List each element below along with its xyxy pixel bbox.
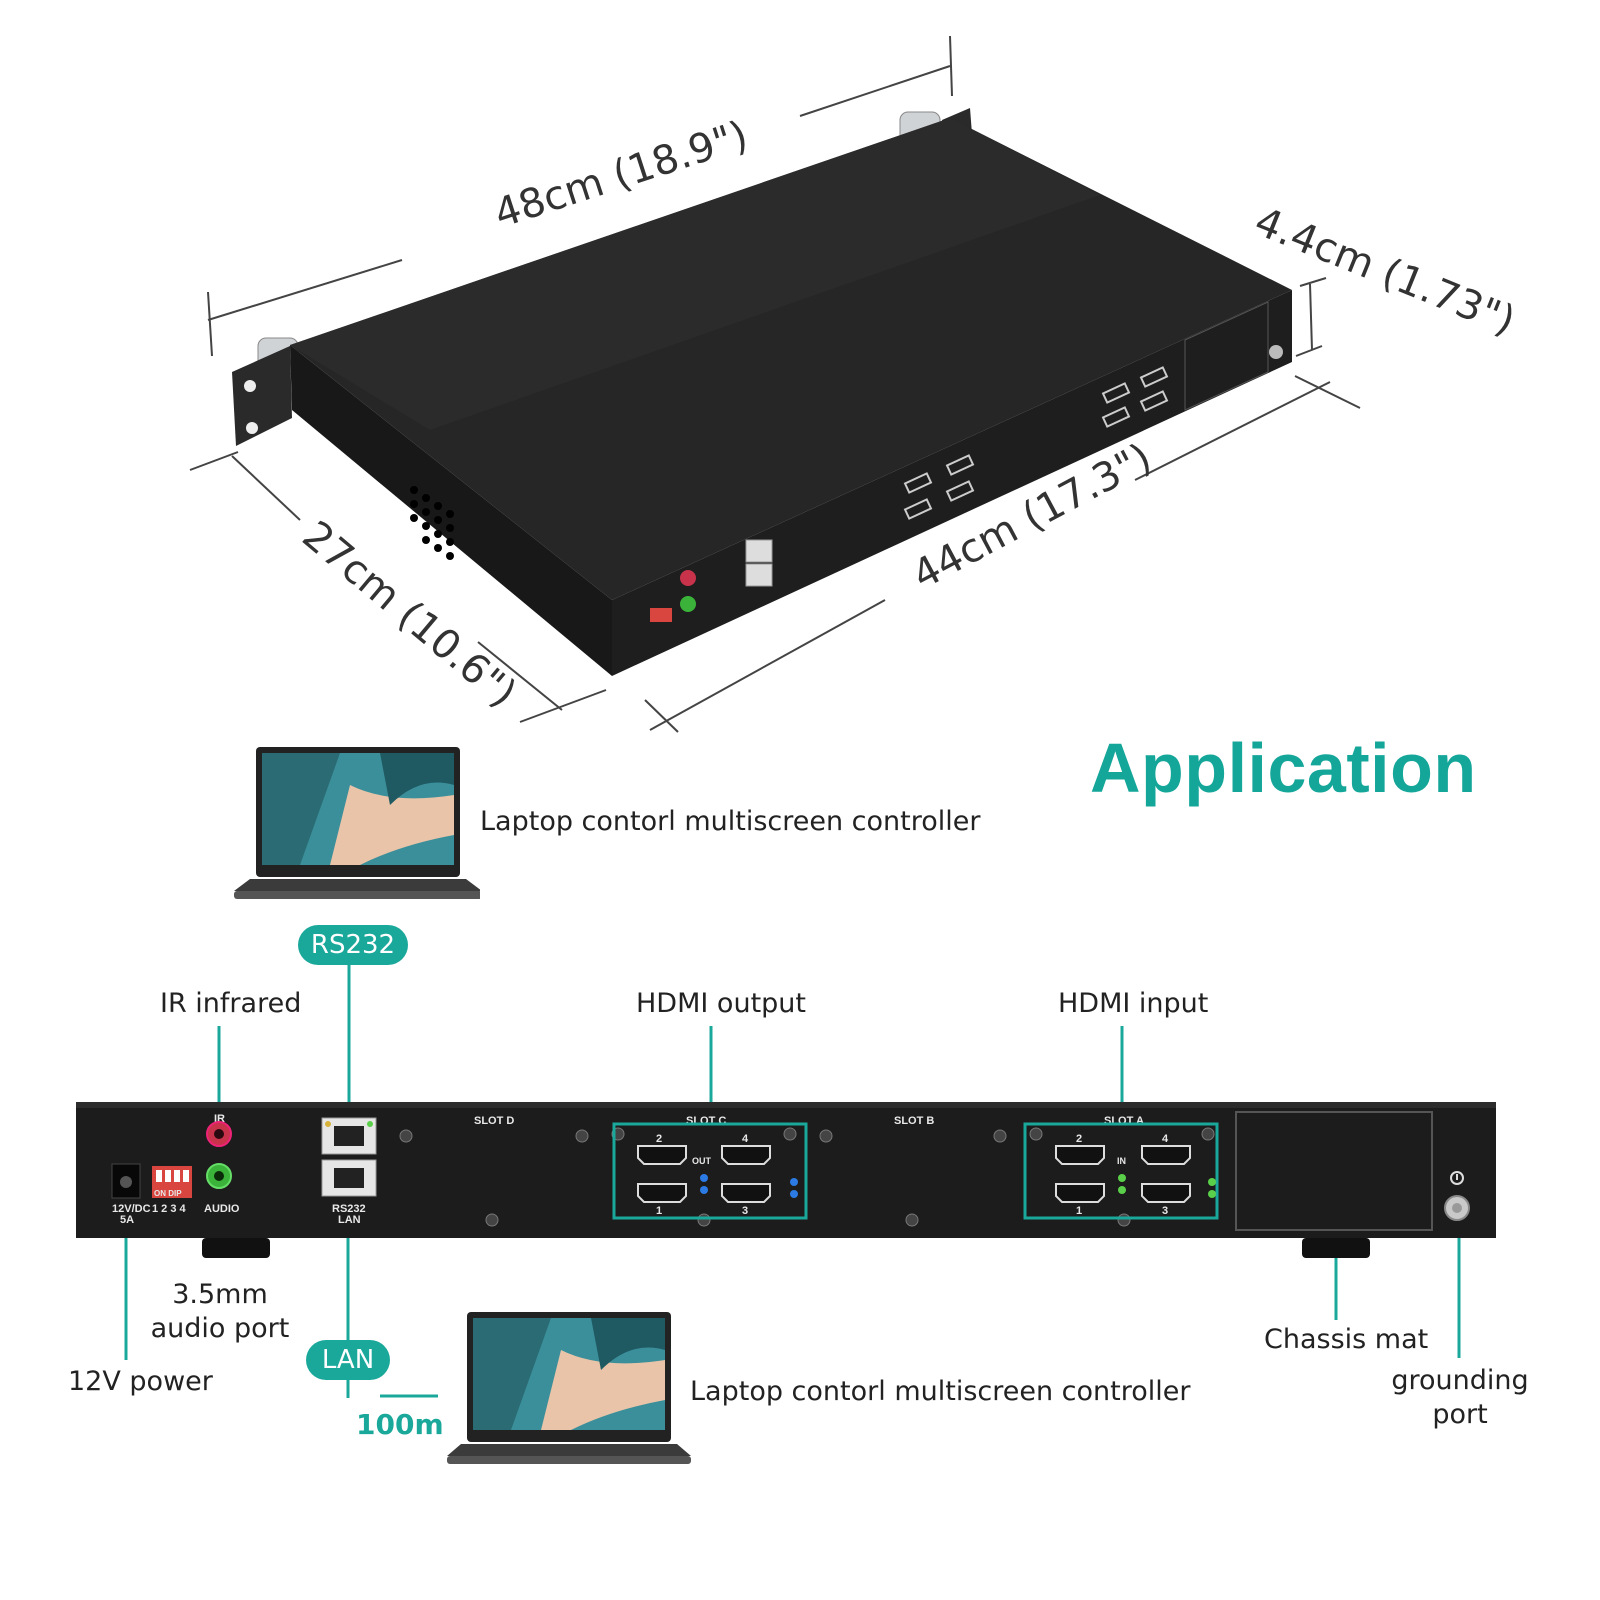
blue-leds [700,1174,798,1198]
chassis-foot [202,1238,270,1258]
laptop-icon [234,747,480,899]
dip-label: ON DIP [154,1189,182,1198]
callout-audio-port: 3.5mm audio port [150,1278,290,1346]
vent-grille [410,486,454,560]
ground-symbol-icon [1450,1171,1464,1185]
chassis-top-face [290,118,1292,600]
hdmi-port-icon [637,1145,687,1165]
rs232-pill: RS232 [298,925,408,965]
hdmi-port-icon [1141,1183,1191,1203]
application-title: Application [1090,729,1477,807]
device-3d-drawing: 48cm (18.9") 4.4cm (1.73") 27cm (10.6") … [189,35,1521,733]
hdmi-port-icon [1141,1145,1191,1165]
hdmi-port-icon [1055,1145,1105,1165]
rs232-port-label: RS232 [332,1203,366,1215]
distance-label: 100m [356,1408,444,1441]
out-label: OUT [692,1156,712,1166]
hdmi-port-icon [721,1145,771,1165]
callout-audio-line2: audio port [150,1313,290,1344]
slot-b-label: SLOT B [894,1115,934,1127]
callout-hdmi-input: HDMI input [1058,988,1209,1019]
dip-switch-icon [152,1166,192,1198]
in-port-num-2: 2 [1076,1133,1082,1145]
rear-panel-diagram: 12V/DC 5A ON DIP 1 2 3 4 IR AUDIO RS232 … [76,964,1496,1398]
dimension-lines [189,35,1361,733]
hdmi-port-icon [637,1183,687,1203]
ir-port-label: IR [214,1113,225,1125]
out-port-num-4: 4 [742,1133,749,1145]
callout-12v-power: 12V power [68,1366,213,1397]
in-label: IN [1117,1156,1126,1166]
in-port-num-4: 4 [1162,1133,1169,1145]
laptop-icon [447,1312,691,1464]
callout-chassis-mat: Chassis mat [1264,1324,1429,1355]
laptop-bottom-label: Laptop contorl multiscreen controller [690,1376,1191,1407]
in-port-num-1: 1 [1076,1205,1082,1217]
laptop-top-label: Laptop contorl multiscreen controller [480,806,981,837]
lan-pill: LAN [306,1340,390,1380]
rj45-port-icon [321,1117,377,1155]
callout-hdmi-output: HDMI output [636,988,806,1019]
hdmi-output-group [612,1122,808,1220]
rack-ear-left [232,346,292,446]
green-leds [1118,1174,1216,1198]
callout-grounding-port: grounding port [1390,1364,1530,1432]
out-port-num-2: 2 [656,1133,662,1145]
hdmi-input-group [1023,1122,1219,1220]
lan-port-label: LAN [338,1214,361,1226]
chassis-front-face [612,290,1292,676]
hdmi-port-icon [1055,1183,1105,1203]
callout-ir-infrared: IR infrared [160,988,302,1019]
in-port-num-3: 3 [1162,1205,1168,1217]
hdmi-port-icon [721,1183,771,1203]
slot-d-label: SLOT D [474,1115,514,1127]
callout-audio-line1: 3.5mm [172,1279,268,1310]
out-port-num-3: 3 [742,1205,748,1217]
rj45-port-icon [321,1159,377,1197]
grounding-screw-icon [1444,1195,1470,1221]
callout-grounding-line1: grounding [1391,1365,1529,1396]
audio-port-label: AUDIO [204,1203,240,1215]
dc-jack-icon [111,1163,141,1199]
dip-numbers: 1 2 3 4 [152,1203,187,1215]
dc-label-line2: 5A [120,1214,134,1226]
out-port-num-1: 1 [656,1205,662,1217]
callout-grounding-line2: port [1432,1399,1488,1430]
dc-label-line1: 12V/DC [112,1203,151,1215]
chassis-foot [1302,1238,1370,1258]
